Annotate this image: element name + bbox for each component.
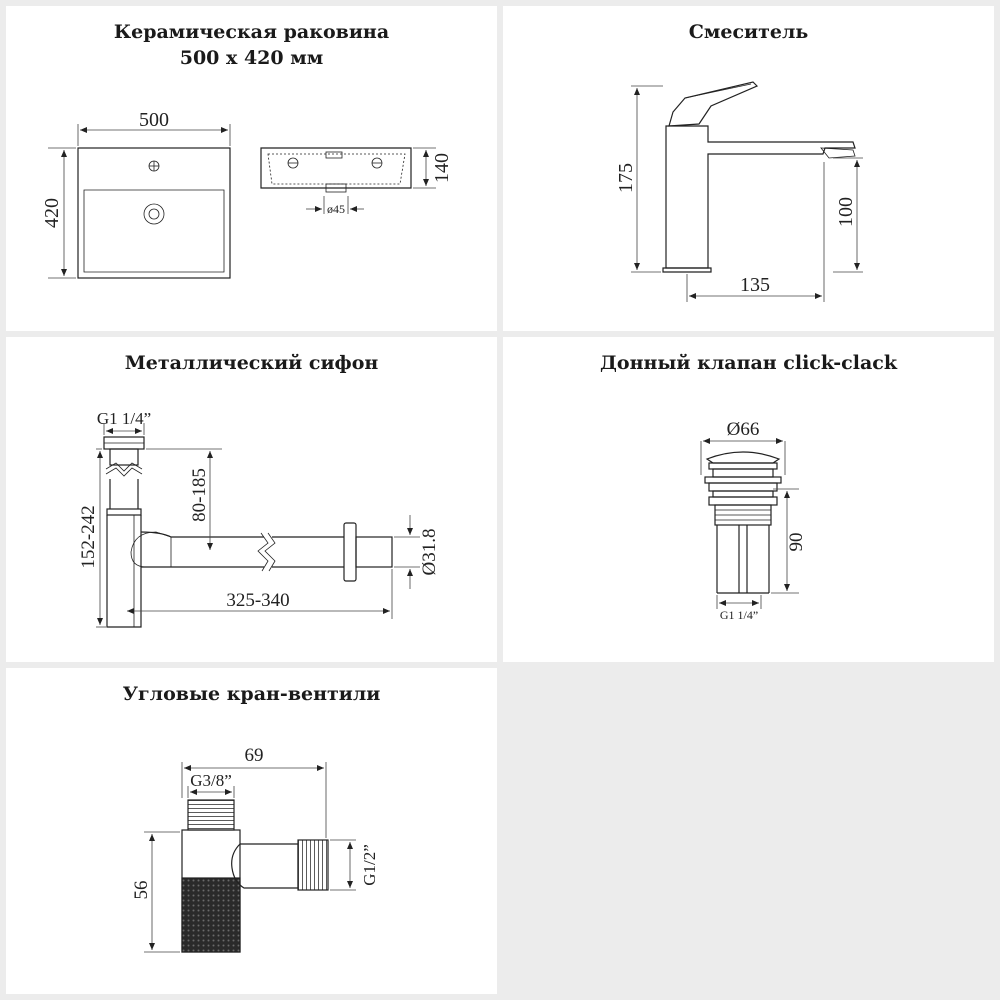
siphon-wall-flange — [343, 522, 357, 582]
angle-valve-side-thread — [297, 839, 329, 891]
angle-valve-height-label: 56 — [131, 881, 152, 900]
drain-valve-panel: Донный клапан click-clack — [503, 337, 994, 662]
faucet-spout-height-label: 100 — [835, 197, 857, 227]
sink-drain-label: ø45 — [327, 202, 345, 216]
faucet-height-label: 175 — [615, 163, 637, 193]
siphon-thread-label: G1 1/4” — [97, 409, 151, 428]
sink-bowl-outline — [83, 189, 225, 273]
sink-depth-label: 140 — [431, 153, 453, 183]
drain-hole — [143, 203, 165, 225]
drain-valve-height-label: 90 — [786, 533, 807, 552]
siphon-height-label: 152-242 — [78, 505, 99, 568]
angle-valve-outlet — [231, 843, 299, 889]
faucet-aerator — [820, 147, 856, 159]
drain-valve-cap — [705, 451, 781, 464]
sink-top-outline — [77, 147, 231, 279]
drain-valve-diameter-label: Ø66 — [727, 419, 760, 440]
angle-valve-panel: Угловые кран-вентили — [6, 668, 497, 994]
sink-height-label: 420 — [41, 198, 63, 228]
sink-drawing: 500 420 140 ø45 — [41, 109, 453, 279]
drain-valve-drawing: Ø66 90 G1 1/4” — [700, 419, 807, 622]
sink-side-outline — [260, 147, 412, 189]
siphon-drawing: G1 1/4” 80-185 152-242 325-340 Ø31.8 — [78, 409, 440, 628]
faucet-panel: Смеситель 175 100 — [503, 6, 994, 331]
faucet-lever — [668, 81, 759, 127]
faucet-base — [662, 267, 712, 273]
faucet-body — [665, 125, 856, 269]
siphon-length-label: 325-340 — [226, 590, 289, 611]
angle-valve-side-thread-label: G1/2” — [360, 844, 379, 886]
angle-valve-top-thread — [187, 799, 235, 831]
siphon-vertical-label: 80-185 — [189, 468, 210, 522]
siphon-title: Металлический сифон — [124, 352, 379, 374]
sink-title: Керамическая раковина — [113, 21, 390, 43]
siphon-bottle — [106, 515, 142, 628]
drain-valve-title: Донный клапан click-clack — [600, 352, 897, 374]
angle-valve-drawing: 69 G3/8” 56 G1/2” — [131, 745, 379, 953]
faucet-reach-label: 135 — [740, 274, 770, 296]
faucet-drawing: 175 100 135 — [615, 81, 863, 302]
sink-side-drain — [325, 183, 347, 193]
faucet-title: Смеситель — [688, 21, 809, 43]
angle-valve-knurled-handle — [181, 877, 241, 953]
sink-size-subtitle: 500 х 420 мм — [179, 47, 324, 69]
siphon-panel: Металлический сифон — [6, 337, 497, 662]
drain-valve-thread-label: G1 1/4” — [720, 608, 758, 622]
angle-valve-title: Угловые кран-вентили — [122, 683, 381, 705]
sink-panel: Керамическая раковина 500 х 420 мм 500 — [6, 6, 497, 331]
angle-valve-length-label: 69 — [245, 745, 264, 766]
siphon-diameter-label: Ø31.8 — [419, 529, 440, 576]
angle-valve-top-thread-label: G3/8” — [190, 771, 232, 790]
siphon-outlet-pipe — [140, 531, 264, 568]
empty-panel — [503, 668, 994, 994]
sink-width-label: 500 — [139, 109, 169, 131]
